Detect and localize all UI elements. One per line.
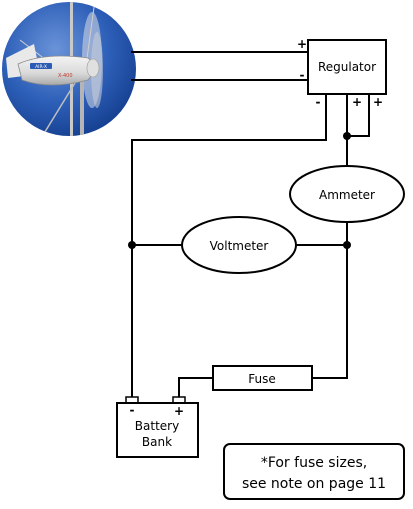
- regulator-output-negative-terminal: -: [316, 95, 321, 109]
- wire-regulator-positive-2: [346, 94, 370, 137]
- voltmeter-label: Voltmeter: [210, 239, 269, 253]
- battery-positive-terminal: +: [174, 404, 184, 418]
- wind-turbine-photo: AIR-X X-400: [2, 2, 136, 136]
- regulator-input-negative-terminal: -: [300, 68, 305, 82]
- junction-dot: [343, 132, 351, 140]
- note-line1: *For fuse sizes,: [261, 455, 367, 471]
- turbine-model-label: X-400: [58, 73, 73, 79]
- regulator-output-positive-terminal-2: +: [373, 95, 383, 109]
- wires: [131, 51, 370, 399]
- junction-dot: [128, 241, 136, 249]
- regulator-input-positive-terminal: +: [297, 37, 307, 51]
- note-line2: see note on page 11: [242, 476, 386, 492]
- battery-label-line1: Battery: [135, 419, 179, 433]
- ammeter: Ammeter: [289, 165, 405, 223]
- wire-negative-to-battery: [131, 94, 327, 399]
- turbine-nameplate: AIR-X: [35, 64, 47, 70]
- fuse: Fuse: [212, 365, 313, 391]
- regulator-label: Regulator: [318, 60, 376, 74]
- battery-bank: - + Battery Bank: [116, 396, 199, 458]
- voltmeter: Voltmeter: [181, 216, 297, 274]
- battery-label-line2: Bank: [142, 435, 172, 449]
- fuse-label: Fuse: [248, 372, 276, 386]
- battery-negative-terminal: -: [130, 403, 135, 417]
- fuse-size-note: *For fuse sizes, see note on page 11: [223, 443, 405, 500]
- ammeter-label: Ammeter: [319, 188, 375, 202]
- junction-dot: [343, 241, 351, 249]
- wire-fuse-to-battery: [178, 377, 214, 399]
- regulator-box: Regulator: [307, 39, 387, 95]
- regulator-output-positive-terminal-1: +: [352, 95, 362, 109]
